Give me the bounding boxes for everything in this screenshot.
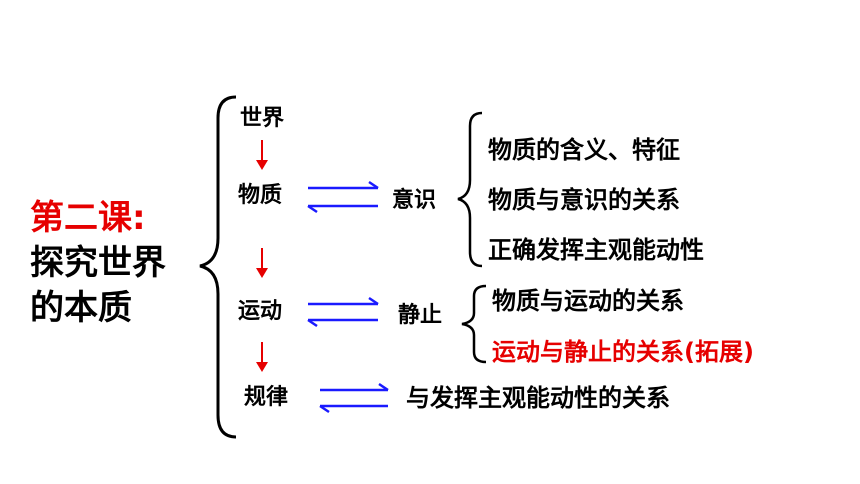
topic-matter-definition: 物质的含义、特征 [488, 136, 680, 164]
double-arrow-law-initiative [319, 382, 389, 414]
topic-matter-consciousness: 物质与意识的关系 [488, 186, 680, 214]
rest-brace [461, 284, 487, 364]
consciousness-brace [457, 111, 483, 268]
node-rest: 静止 [398, 303, 443, 328]
double-arrow-matter-consciousness [307, 180, 379, 214]
node-consciousness: 意识 [392, 188, 437, 213]
lesson-title-line2: 的本质 [30, 288, 132, 328]
node-world: 世界 [240, 106, 285, 131]
topic-matter-motion: 物质与运动的关系 [492, 287, 684, 315]
down-arrow-world-matter [256, 140, 268, 170]
node-motion: 运动 [238, 299, 283, 324]
node-matter: 物质 [238, 183, 283, 208]
lesson-label: 第二课: [30, 198, 146, 238]
node-law: 规律 [244, 385, 289, 410]
down-arrow-motion-law [256, 342, 268, 372]
topic-motion-rest-extension: 运动与静止的关系(拓展) [492, 338, 754, 366]
lesson-title-line1: 探究世界 [30, 243, 166, 283]
down-arrow-matter-motion [256, 248, 268, 278]
main-brace [199, 95, 237, 439]
node-initiative-relation: 与发挥主观能动性的关系 [406, 384, 670, 412]
double-arrow-motion-rest [307, 296, 379, 328]
topic-initiative: 正确发挥主观能动性 [488, 236, 704, 264]
